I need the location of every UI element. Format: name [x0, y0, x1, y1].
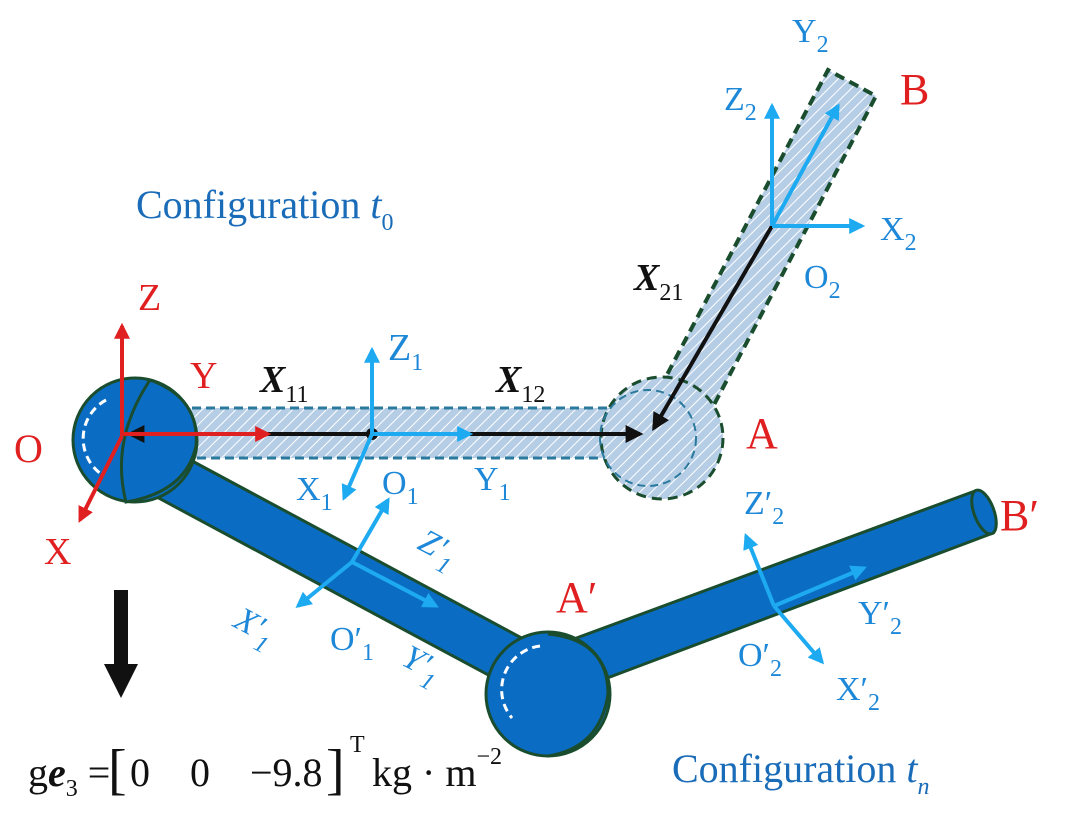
frame2-tn-z-label: Z′2	[744, 485, 784, 530]
frame1-t0-z-label: Z1	[388, 327, 423, 376]
gravity-arrow-head	[104, 664, 138, 698]
gravity-transpose: T	[350, 732, 365, 758]
configuration-t0-label: Configuration t0	[136, 182, 394, 236]
frame2-t0-o-label: O2	[804, 259, 841, 304]
joint-o-dash	[81, 398, 107, 478]
frame1-tn-z-label: Z′1	[408, 522, 463, 580]
frame1-t0-y-label: Y1	[474, 461, 511, 506]
gravity-equation-lhs: ge3 =	[28, 750, 110, 802]
point-b-prime-label: B′	[1000, 491, 1039, 540]
gravity-arrow-shaft	[114, 590, 128, 668]
gravity-equation-values: 0 0 −9.8	[130, 750, 323, 795]
frame1-tn-x-label: X′1	[223, 599, 281, 659]
joint-a-t0-inner	[599, 389, 697, 487]
frame1-t0-x-label: X1	[296, 471, 333, 516]
bracket-right: ]	[326, 739, 345, 801]
joint-a-prime-dash	[500, 644, 541, 719]
global-frame	[78, 322, 272, 523]
frame1-tn-o-label: O′1	[330, 621, 374, 666]
frame1-tn-axis-y	[350, 497, 390, 564]
global-x-label: X	[44, 531, 71, 573]
rod-end-b-prime	[970, 488, 998, 536]
global-axis-x	[78, 435, 124, 523]
vector-x21-line	[652, 224, 774, 432]
frame2-tn-axes	[743, 533, 867, 665]
configuration-tn-label: Configuration tn	[672, 746, 930, 800]
global-origin-label: O	[14, 426, 43, 471]
frame1-t0-axis-x	[341, 433, 374, 501]
frame2-t0-axes	[764, 102, 866, 234]
frame2-tn-o-label: O′2	[738, 637, 782, 682]
gravity-units: kg · m−2	[372, 744, 502, 795]
point-a-label: A	[746, 409, 778, 458]
frame2-t0-z-label: Z2	[724, 81, 757, 126]
vector-x21-label: X21	[633, 257, 683, 306]
frame2-t0-y-label: Y2	[792, 13, 829, 58]
vector-x12-label: X12	[495, 359, 545, 408]
vector-x11-label: X11	[259, 359, 308, 408]
frame2-t0-axis-y	[770, 103, 840, 227]
joint-a-prime-inner	[547, 632, 610, 758]
global-z-label: Z	[138, 277, 161, 319]
gravity-arrow-icon	[104, 590, 138, 698]
frame1-tn-axes	[295, 497, 439, 609]
point-b-label: B	[900, 65, 929, 114]
frame1-t0-o-label: O1	[382, 465, 419, 510]
frame2-tn-y-label: Y′2	[858, 595, 902, 640]
global-y-label: Y	[190, 355, 217, 397]
joint-o	[71, 376, 199, 504]
gravity-equation: ge3 = [ 0 0 −9.8 ] T kg · m−2	[28, 732, 502, 802]
point-a-prime-label: A′	[556, 573, 597, 622]
rod-link2-t0	[657, 67, 879, 423]
frame1-t0-axes	[341, 346, 474, 501]
frame1-tn-axis-x	[295, 560, 354, 609]
joint-a-t0-outer	[599, 375, 725, 501]
frame2-t0-x-label: X2	[880, 211, 917, 256]
frame2-tn-axis-y	[773, 565, 867, 608]
frame2-tn-axis-z	[743, 533, 776, 607]
frame2-tn-axis-x	[772, 604, 825, 665]
frame2-tn-x-label: X′2	[836, 671, 880, 716]
frame1-tn-axis-z	[351, 560, 439, 608]
bracket-left: [	[108, 739, 127, 801]
